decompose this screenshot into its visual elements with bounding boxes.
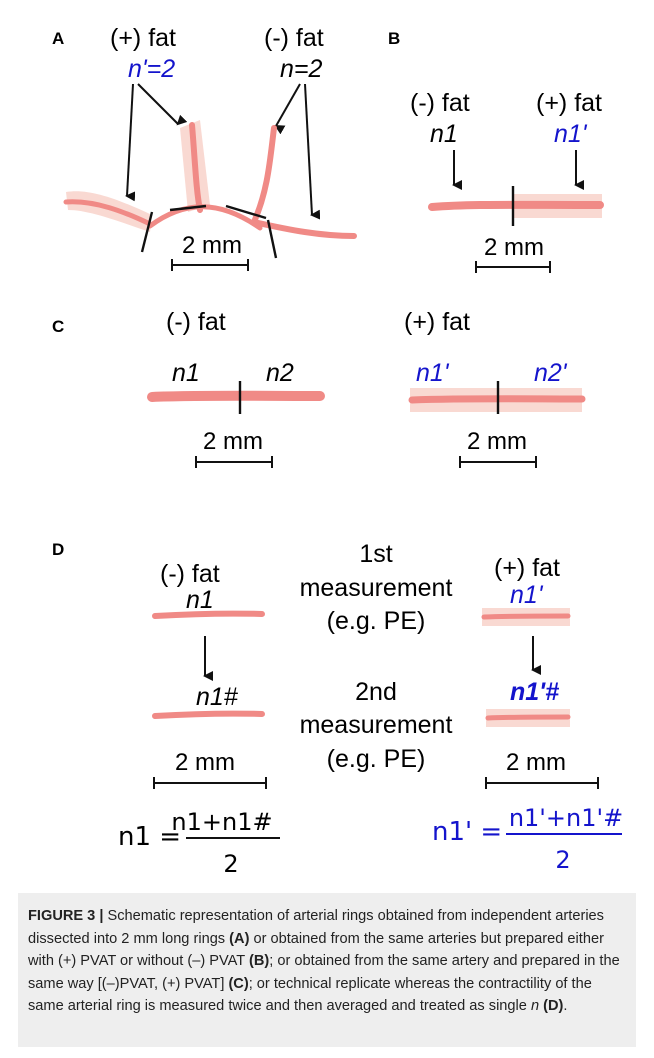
panel-d-first-line1: 1st [359, 540, 392, 568]
panel-d-second-line1: 2nd [355, 678, 397, 706]
panel-a-artery-minus-standing [251, 125, 277, 225]
panel-c-minus-n1-label: n1 [172, 359, 200, 387]
panel-a-artery-left [63, 199, 153, 227]
panel-a-artery-standing [189, 122, 203, 213]
caption-label: FIGURE 3 | [28, 908, 104, 924]
panel-a-plus-n-label: n'=2 [128, 55, 175, 83]
panel-d-minus-n-label: n1 [186, 586, 214, 614]
panel-d-scale-right-label: 2 mm [506, 749, 566, 776]
panel-a-cut-1 [140, 211, 154, 253]
panel-b-artery [428, 200, 604, 211]
panel-d-plus-n-hash-label: n1'# [510, 678, 559, 706]
panel-a-arrow-minus-1 [274, 83, 301, 135]
panel-d-second-line2: measurement [300, 711, 453, 739]
panel-c-minus-fat-label: (-) fat [166, 308, 226, 336]
panel-d-first-line3: (e.g. PE) [327, 607, 426, 635]
panel-a-letter: A [52, 29, 64, 48]
panel-d-artery-plus-2 [485, 714, 571, 721]
panel-d-scale-left-label: 2 mm [175, 749, 235, 776]
panel-c-scale-left-label: 2 mm [203, 428, 263, 455]
panel-a-minus-fat-label: (-) fat [264, 24, 324, 52]
panel-d-artery-plus-1 [481, 613, 571, 620]
panel-d-formula-right-den: 2 [555, 846, 570, 874]
panel-a-cut-4 [266, 219, 278, 259]
panel-a-arrow-plus-1 [125, 83, 136, 202]
panel-d-letter: D [52, 540, 64, 559]
panel-d-artery-minus-1 [152, 610, 265, 619]
panel-b-plus-fat-label: (+) fat [536, 89, 602, 117]
panel-d-first-line2: measurement [300, 574, 453, 602]
panel-c-minus-n2-label: n2 [266, 359, 294, 387]
panel-a: A (+) fat n'=2 (-) fat n=2 2 mm [52, 24, 357, 271]
panel-c: C (-) fat n1 n2 (+) fat n1' n2' 2 mm 2 m… [52, 308, 586, 468]
panel-c-artery-plus [408, 395, 586, 404]
panel-a-arrow-plus-2 [137, 83, 188, 126]
panel-a-minus-n-label: n=2 [280, 55, 323, 83]
panel-d-minus-fat-label: (-) fat [160, 560, 220, 588]
panel-c-letter: C [52, 317, 64, 336]
panel-d-second-line3: (e.g. PE) [327, 745, 426, 773]
panel-b-minus-n-label: n1 [430, 120, 458, 148]
panel-a-cut-2 [169, 204, 207, 212]
panel-b: B (-) fat n1 (+) fat n1' 2 mm [388, 29, 604, 273]
panel-d: D (-) fat n1 (+) fat n1' 1st measurement… [52, 540, 623, 878]
panel-a-plus-fat-label: (+) fat [110, 24, 176, 52]
panel-b-scale-label: 2 mm [484, 234, 544, 261]
panel-d-formula-left-num: n1+n1# [171, 808, 272, 836]
panel-d-formula-right-lhs: n1' = [432, 817, 502, 847]
panel-b-plus-n-label: n1' [554, 120, 588, 148]
figure-caption: FIGURE 3 | Schematic representation of a… [18, 893, 636, 1047]
panel-a-arrow-minus-2 [304, 83, 321, 220]
panel-a-scale-label: 2 mm [182, 232, 242, 259]
panel-a-artery-center [147, 204, 263, 231]
panel-d-formula-right-num: n1'+n1'# [509, 804, 623, 832]
panel-c-scale-right-label: 2 mm [467, 428, 527, 455]
panel-c-plus-n1-label: n1' [416, 359, 450, 387]
panel-a-fat-left [66, 191, 152, 232]
panel-d-formula-left-den: 2 [223, 850, 238, 878]
panel-c-plus-n2-label: n2' [534, 359, 568, 387]
panel-b-minus-fat-label: (-) fat [410, 89, 470, 117]
panel-b-letter: B [388, 29, 400, 48]
panel-d-artery-minus-2 [152, 710, 265, 719]
panel-c-plus-fat-label: (+) fat [404, 308, 470, 336]
panel-d-plus-n-label: n1' [510, 581, 544, 609]
panel-d-plus-fat-label: (+) fat [494, 554, 560, 582]
panel-d-minus-n-hash-label: n1# [196, 683, 239, 711]
panel-a-cut-3 [225, 204, 267, 220]
panel-d-formula-left-lhs: n1 = [118, 822, 181, 852]
panel-c-artery-minus [147, 390, 325, 402]
panel-a-artery-minus-lying [251, 219, 357, 239]
